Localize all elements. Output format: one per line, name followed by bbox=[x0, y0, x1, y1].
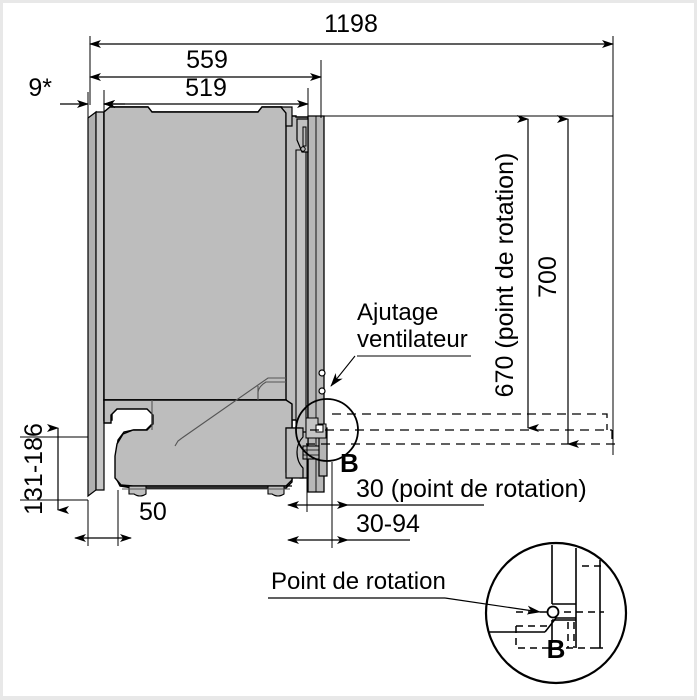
dim-30-94-value: 30-94 bbox=[356, 510, 420, 538]
rotation-pin bbox=[315, 424, 324, 433]
detail-step-shape bbox=[544, 617, 576, 633]
detail-callout-circle-main bbox=[295, 398, 359, 462]
rotation-pin-detail bbox=[546, 605, 560, 619]
foot-left bbox=[128, 485, 147, 497]
back-panel-strip bbox=[87, 110, 97, 498]
fan-nozzle-hole-lower bbox=[318, 387, 326, 395]
dim-1198-value: 1198 bbox=[324, 10, 378, 38]
detail-tag-main-label: B bbox=[340, 448, 359, 478]
dim-9-value: 9* bbox=[28, 74, 52, 102]
internal-diagonal-line bbox=[181, 377, 286, 439]
bottom-right-dimensions-group: 30 (point de rotation) 30-94 bbox=[287, 444, 587, 548]
page-border-right bbox=[694, 0, 697, 700]
page-border-top bbox=[0, 0, 697, 3]
lower-body-profile bbox=[103, 399, 293, 487]
detail-view-b-group: B bbox=[484, 541, 628, 685]
fan-nozzle-label-line2: ventilateur bbox=[357, 326, 468, 353]
fan-nozzle-label-line1: Ajutage bbox=[357, 299, 438, 326]
foot-right bbox=[267, 485, 285, 497]
hinge-arm-shape bbox=[285, 427, 304, 479]
dim-30-value: 30 (point de rotation) bbox=[356, 475, 587, 503]
inner-curve-right bbox=[257, 381, 286, 400]
dim-519-value: 519 bbox=[185, 74, 227, 102]
hinge-pin-hole bbox=[300, 146, 306, 152]
page-border-bottom bbox=[0, 696, 697, 700]
detail-dash-box bbox=[515, 626, 596, 649]
page-border-left bbox=[0, 0, 3, 700]
fan-nozzle-hole-upper bbox=[318, 369, 326, 377]
appliance-body-group bbox=[87, 106, 328, 498]
back-panel-strip-2 bbox=[95, 111, 105, 491]
dim-131-186-value: 131-186 bbox=[20, 423, 48, 515]
tub-outline bbox=[103, 106, 287, 401]
dim-50-value: 50 bbox=[139, 498, 167, 526]
right-vertical-dimensions-group: 670 (point de rotation) 700 bbox=[322, 115, 613, 448]
detail-tag-circle-label: B bbox=[547, 634, 566, 664]
hinge-slot bbox=[302, 126, 307, 147]
detail-b-geometry bbox=[489, 545, 601, 648]
dash-line-top bbox=[332, 413, 608, 430]
internal-diagonal-line2 bbox=[174, 437, 183, 447]
dim-670-value: 670 (point de rotation) bbox=[491, 153, 519, 398]
bottom-dimension-50-group: 50 bbox=[74, 490, 167, 546]
fan-nozzle-leader bbox=[330, 355, 356, 387]
rotation-point-label: Point de rotation bbox=[271, 568, 446, 595]
dashed-projection-lines bbox=[306, 413, 618, 445]
top-dimensions-group: 1198 559 519 9* bbox=[28, 10, 614, 455]
fan-nozzle-label-group: Ajutage ventilateur bbox=[330, 299, 471, 387]
dim-700-value: 700 bbox=[534, 256, 562, 298]
rotation-point-leader bbox=[444, 597, 541, 615]
rotation-point-callout-group: Point de rotation bbox=[268, 568, 541, 615]
dim-559-value: 559 bbox=[186, 46, 228, 74]
left-vertical-dimension-group: 131-186 bbox=[20, 423, 88, 515]
